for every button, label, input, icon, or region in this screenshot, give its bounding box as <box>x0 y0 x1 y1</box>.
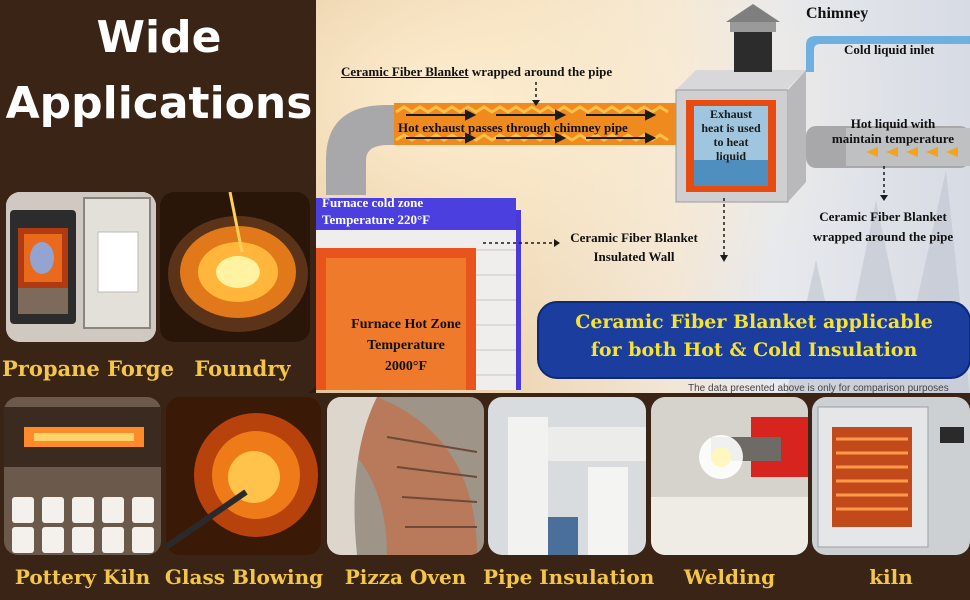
kiln-photo <box>812 397 970 555</box>
heading-line-1: Wide <box>96 12 222 63</box>
welding-image <box>651 397 808 555</box>
chimney-label: Chimney <box>806 5 869 22</box>
foundry-photo <box>160 192 310 342</box>
propane-forge-image <box>6 192 156 342</box>
propane-forge-photo <box>6 192 156 342</box>
pottery-kiln-photo <box>4 397 161 555</box>
pottery-kiln-image <box>4 397 161 555</box>
kiln-image <box>812 397 970 555</box>
glass-blowing-photo <box>166 397 321 555</box>
welding-photo <box>651 397 808 555</box>
disclaimer: The data presented above is only for com… <box>688 383 949 394</box>
caption-welding: Welding <box>683 565 776 589</box>
banner-line-1: Ceramic Fiber Blanket applicable <box>575 311 933 333</box>
heading-line-2: Applications <box>5 78 313 129</box>
caption-kiln: kiln <box>869 565 913 589</box>
caption-pottery-kiln: Pottery Kiln <box>14 565 151 589</box>
cold-inlet-label: Cold liquid inlet <box>844 42 935 57</box>
pipe-insulation-image <box>488 397 646 555</box>
foundry-image <box>160 192 310 342</box>
caption-glass-blowing: Glass Blowing <box>164 565 324 589</box>
caption-pipe-insulation: Pipe Insulation <box>483 565 655 589</box>
banner-line-2: for both Hot & Cold Insulation <box>590 339 918 361</box>
glass-blowing-image <box>166 397 321 555</box>
caption-foundry: Foundry <box>194 356 291 381</box>
hot-exhaust-label: Hot exhaust passes through chimney pipe <box>398 120 628 135</box>
bottom-bar <box>0 393 970 600</box>
pizza-oven-photo <box>327 397 484 555</box>
pipe-insulation-photo <box>488 397 646 555</box>
caption-propane-forge: Propane Forge <box>2 356 174 381</box>
insulation-banner: Ceramic Fiber Blanket applicable for bot… <box>537 301 970 379</box>
caption-pizza-oven: Pizza Oven <box>344 565 467 589</box>
pizza-oven-image <box>327 397 484 555</box>
blanket-pipe-label: Ceramic Fiber Blanket wrapped around the… <box>341 64 613 79</box>
